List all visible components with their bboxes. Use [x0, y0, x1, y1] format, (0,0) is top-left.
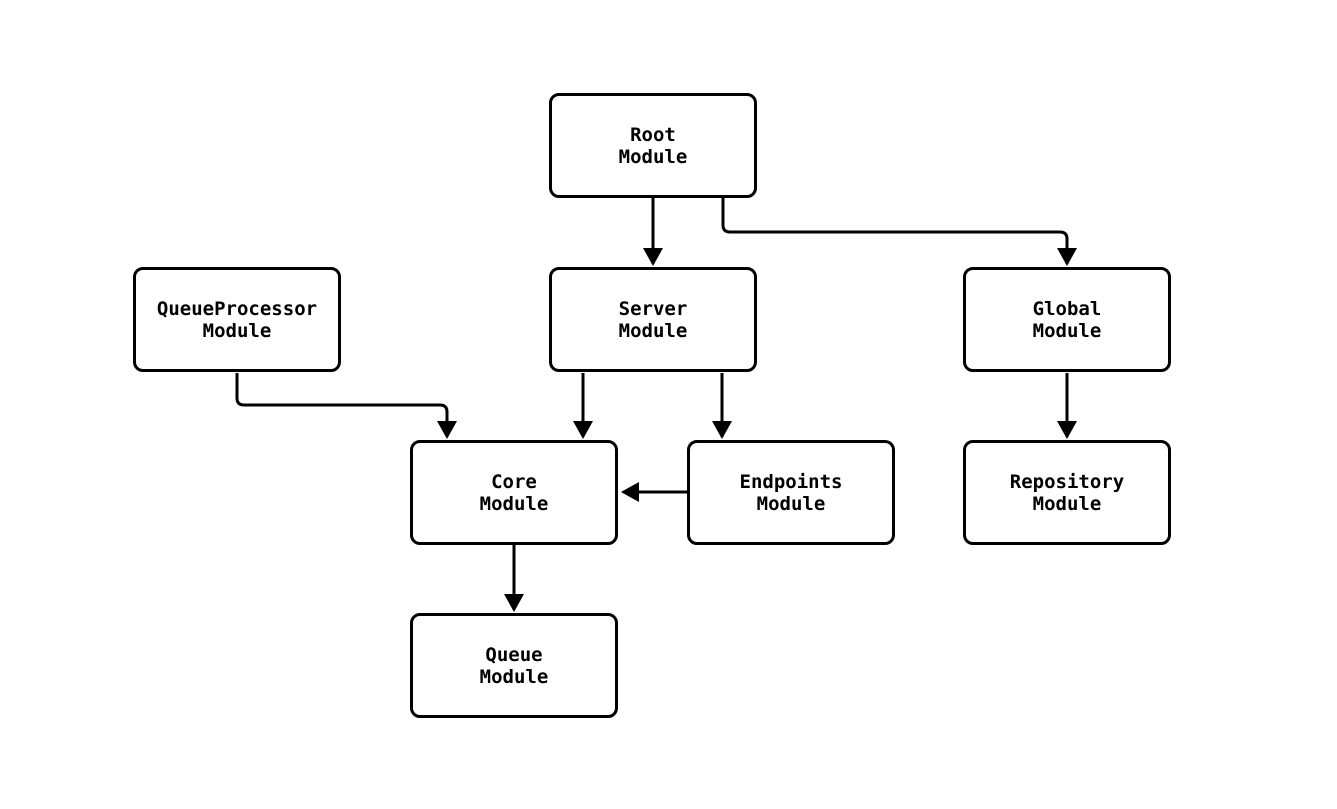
node-root-module-label: Root Module [618, 123, 688, 168]
edge-queueprocessor-to-core-arrow [235, 373, 457, 439]
node-repository-module: Repository Module [963, 440, 1171, 545]
node-core-module-label: Core Module [479, 470, 549, 515]
node-global-module-label: Global Module [1032, 297, 1102, 342]
node-server-module-label: Server Module [618, 297, 688, 342]
edge-root-to-global-arrow [721, 198, 1077, 266]
node-server-module: Server Module [549, 267, 757, 372]
node-endpoints-module: Endpoints Module [687, 440, 895, 545]
node-repository-module-label: Repository Module [1009, 470, 1125, 515]
node-endpoints-module-label: Endpoints Module [739, 470, 843, 515]
node-queue-module: Queue Module [410, 613, 618, 718]
node-core-module: Core Module [410, 440, 618, 545]
node-global-module: Global Module [963, 267, 1171, 372]
node-queue-module-label: Queue Module [479, 643, 549, 688]
node-root-module: Root Module [549, 93, 757, 198]
node-queueprocessor-module: QueueProcessor Module [133, 267, 341, 372]
node-queueprocessor-module-label: QueueProcessor Module [156, 297, 318, 342]
